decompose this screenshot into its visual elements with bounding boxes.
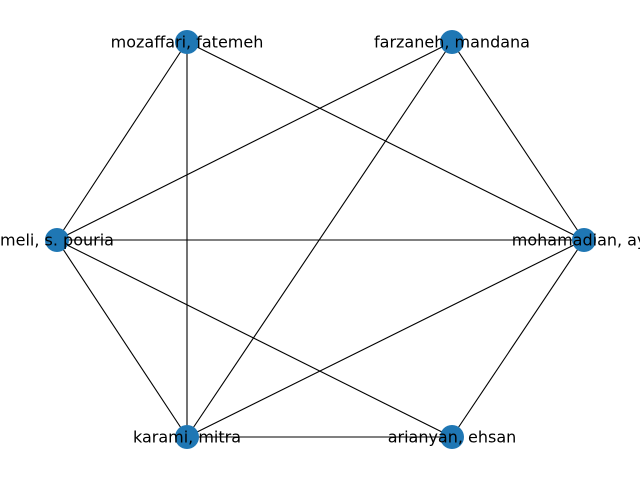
nodes-layer [45, 30, 596, 449]
node-label-mozaffari: mozaffari, fatemeh [111, 33, 264, 52]
edges-layer [56, 41, 585, 438]
node-label-meli: meli, s. pouria [0, 231, 114, 250]
edge-farzaneh-mohamadian [451, 41, 585, 241]
node-label-arianyan: arianyan, ehsan [388, 428, 517, 447]
labels-layer: mozaffari, fatemeh farzaneh, mandana meli,… [0, 33, 640, 447]
node-farzaneh [440, 30, 464, 54]
node-label-farzaneh: farzaneh, mandana [374, 33, 530, 52]
node-arianyan [440, 425, 464, 449]
node-mohamadian [572, 228, 596, 252]
node-karami [175, 425, 199, 449]
node-label-karami: karami, mitra [133, 428, 241, 447]
edge-mozaffari-meli [56, 41, 188, 241]
edge-farzaneh-meli [56, 41, 453, 241]
edge-meli-arianyan [56, 239, 453, 438]
node-label-mohamadian: mohamadian, ayo [512, 231, 640, 250]
edge-mohamadian-arianyan [451, 239, 585, 438]
node-mozaffari [175, 30, 199, 54]
edge-meli-karami [56, 239, 188, 438]
edge-mohamadian-karami [186, 239, 585, 438]
node-meli [45, 228, 69, 252]
